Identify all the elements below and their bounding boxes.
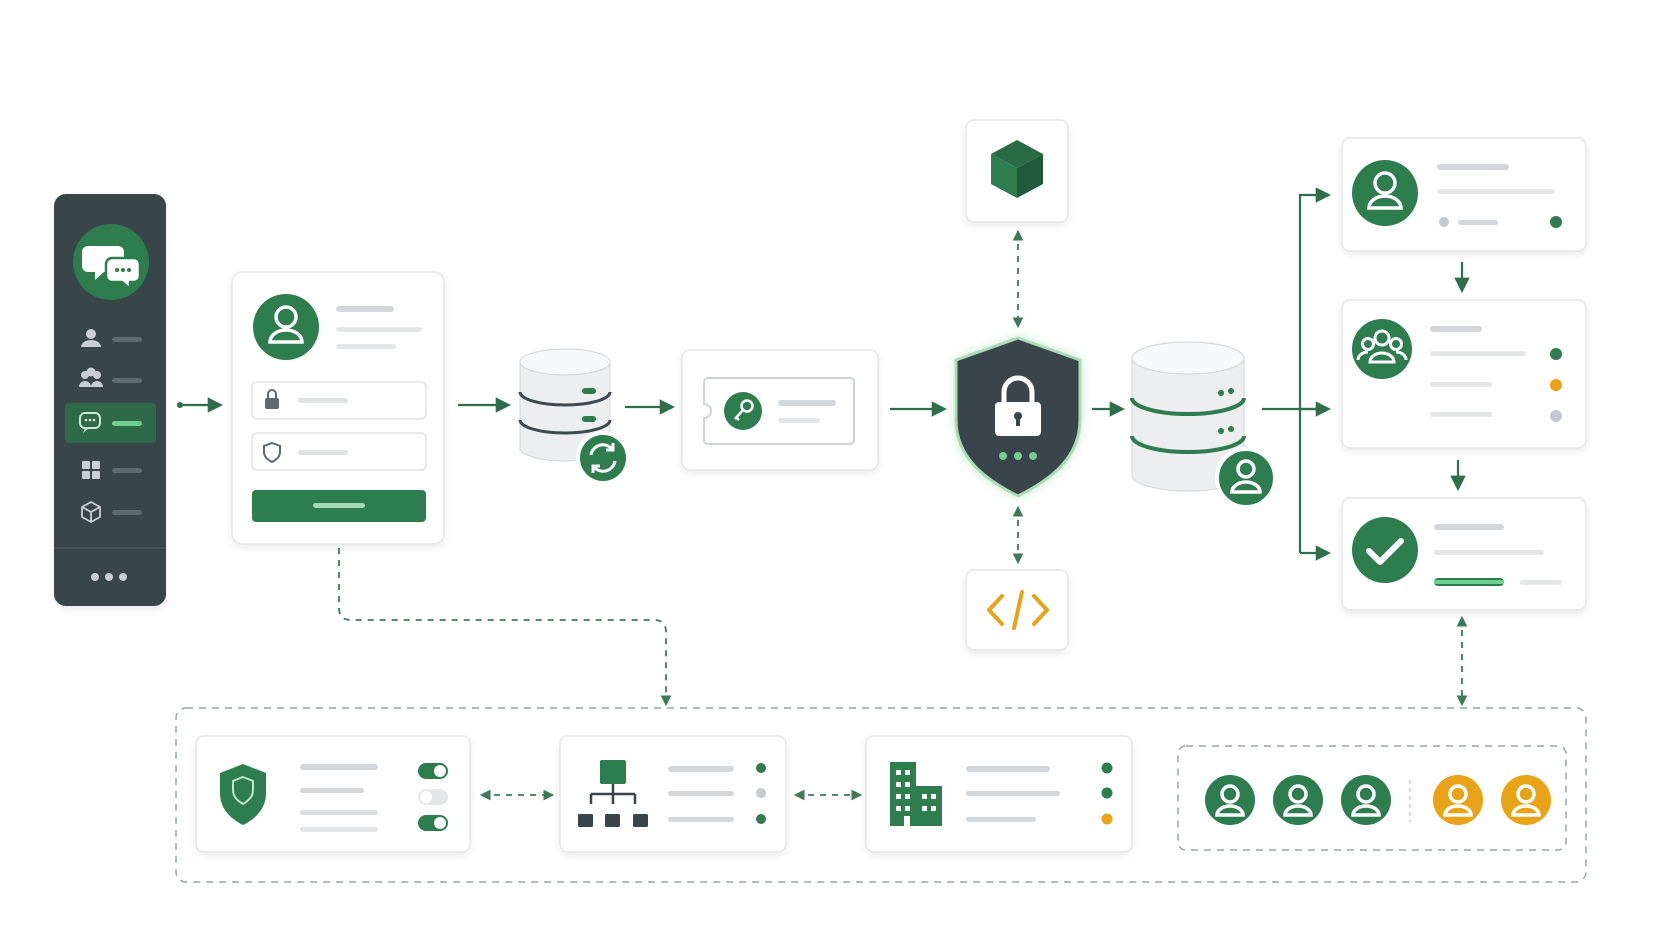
status-dot [756, 763, 766, 773]
group-icon [1352, 319, 1412, 379]
toggle-on[interactable] [418, 815, 448, 831]
connectors [177, 187, 1470, 801]
sidebar-item-user[interactable] [81, 329, 142, 347]
profile-card-1[interactable] [1341, 137, 1587, 252]
sync-database [518, 348, 630, 485]
sidebar-item-grid[interactable] [82, 461, 142, 479]
key-icon [724, 392, 762, 430]
group-icon [79, 367, 103, 387]
profile-card-2[interactable] [1341, 299, 1587, 449]
more-dots-icon[interactable] [91, 573, 127, 581]
building-icon [890, 762, 942, 826]
user-database [1130, 341, 1277, 509]
user-avatar-icon [253, 294, 319, 360]
status-dot [1550, 379, 1562, 391]
members-group [1177, 745, 1567, 851]
member-avatar-icon[interactable] [1433, 775, 1483, 825]
code-node [965, 569, 1069, 651]
status-dot [756, 814, 766, 824]
login-card [231, 271, 445, 545]
status-dot [1550, 216, 1562, 228]
user-icon [1215, 447, 1277, 509]
policy-card[interactable] [195, 735, 471, 853]
database-icon [1130, 341, 1246, 492]
cube-icon [81, 501, 101, 523]
member-avatar-icon[interactable] [1341, 775, 1391, 825]
hierarchy-icon [578, 760, 648, 827]
chat-icon [79, 412, 101, 433]
toggle-off[interactable] [418, 789, 448, 805]
user-avatar-icon [1352, 160, 1418, 226]
lock-icon [265, 389, 279, 409]
lock-icon [995, 375, 1041, 436]
sidebar-item-chat-active[interactable] [65, 403, 156, 443]
status-dot [1101, 762, 1113, 774]
status-dot [1101, 813, 1113, 825]
token-card [681, 349, 879, 471]
member-avatar-icon[interactable] [1501, 775, 1551, 825]
member-avatar-icon[interactable] [1273, 775, 1323, 825]
sidebar-item-group[interactable] [79, 367, 142, 388]
status-dot [756, 788, 766, 798]
check-circle-icon [1352, 517, 1418, 583]
progress-bar [1434, 578, 1504, 586]
security-field[interactable] [251, 432, 427, 471]
profile-card-3[interactable] [1341, 497, 1587, 611]
shield-icon [263, 441, 281, 464]
cube-icon [991, 140, 1043, 198]
package-node [965, 119, 1069, 223]
security-shield [954, 336, 1082, 498]
building-card[interactable] [865, 735, 1133, 853]
member-avatar-icon[interactable] [1205, 775, 1255, 825]
sidebar [54, 194, 166, 606]
shield-icon [220, 764, 266, 825]
submit-button[interactable] [252, 490, 426, 522]
grid-icon [82, 461, 100, 479]
sync-icon [576, 431, 630, 485]
code-icon [987, 590, 1049, 630]
org-card[interactable] [559, 735, 787, 853]
status-dot [1550, 348, 1562, 360]
password-field[interactable] [251, 381, 427, 420]
status-dot [1101, 787, 1113, 799]
logo-chat-bubbles-icon[interactable] [73, 224, 149, 300]
user-icon [81, 329, 101, 347]
status-dot [1550, 410, 1562, 422]
bottom-panel [175, 707, 1587, 883]
toggle-on[interactable] [418, 763, 448, 779]
sidebar-item-cube[interactable] [81, 501, 142, 523]
